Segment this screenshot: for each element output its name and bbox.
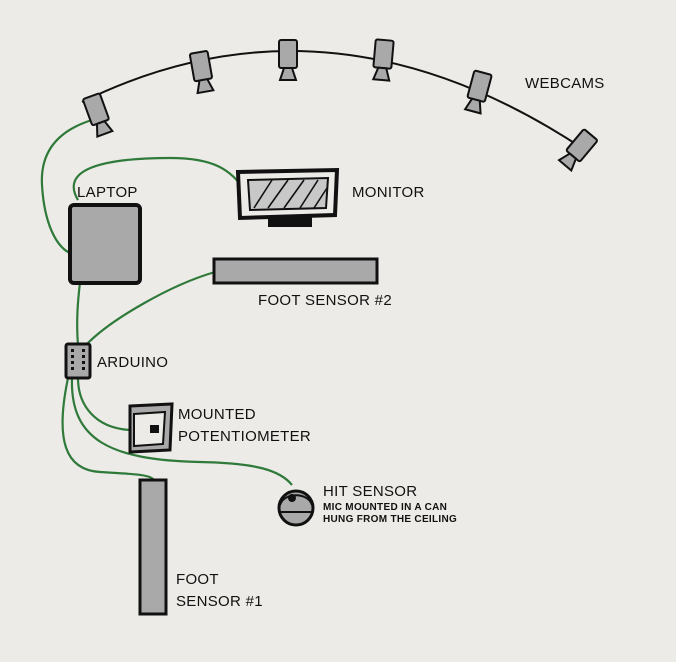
webcam-5 [463,69,493,115]
webcam-1 [82,92,115,138]
wire-laptop-to-monitor [72,156,246,201]
wire-arduino-to-potentiometer [76,377,131,432]
webcam-6 [557,128,598,173]
foot-sensor-1-device [138,478,168,616]
monitor-label: MONITOR [352,184,425,201]
webcam-2 [188,50,215,95]
foot-sensor-1-label-line1: FOOT [176,571,219,588]
wire-arduino-to-footsensor2 [85,270,216,346]
foot-sensor-1-label-line2: SENSOR #1 [176,593,263,610]
webcam-3 [278,39,298,81]
webcam-4 [371,38,395,82]
potentiometer-label-line2: POTENTIOMETER [178,428,312,445]
wires [40,118,293,486]
wire-arduino-to-footsensor1 [61,377,155,481]
arduino-device [64,342,92,380]
hit-sensor-label: HIT SENSOR [323,483,418,500]
potentiometer-device [128,402,174,454]
foot-sensor-2-device [212,257,379,285]
wire-laptop-to-arduino [76,281,82,346]
laptop-label: LAPTOP [77,184,138,201]
webcams-label: WEBCAMS [525,75,605,92]
arduino-label: ARDUINO [97,354,169,371]
monitor-device [235,167,340,227]
foot-sensor-2-label: FOOT SENSOR #2 [258,292,392,309]
potentiometer-label-line1: MOUNTED [178,406,256,423]
hit-sensor-note-line1: MIC MOUNTED IN A CAN [323,502,448,513]
laptop-device [68,203,142,285]
webcam-rail [81,50,586,151]
wire-webcams-to-laptop [40,118,93,257]
wire-arduino-to-hit-sensor [70,377,293,486]
hit-sensor-note-line2: HUNG FROM THE CEILING [323,514,458,525]
hit-sensor-device [277,489,315,527]
